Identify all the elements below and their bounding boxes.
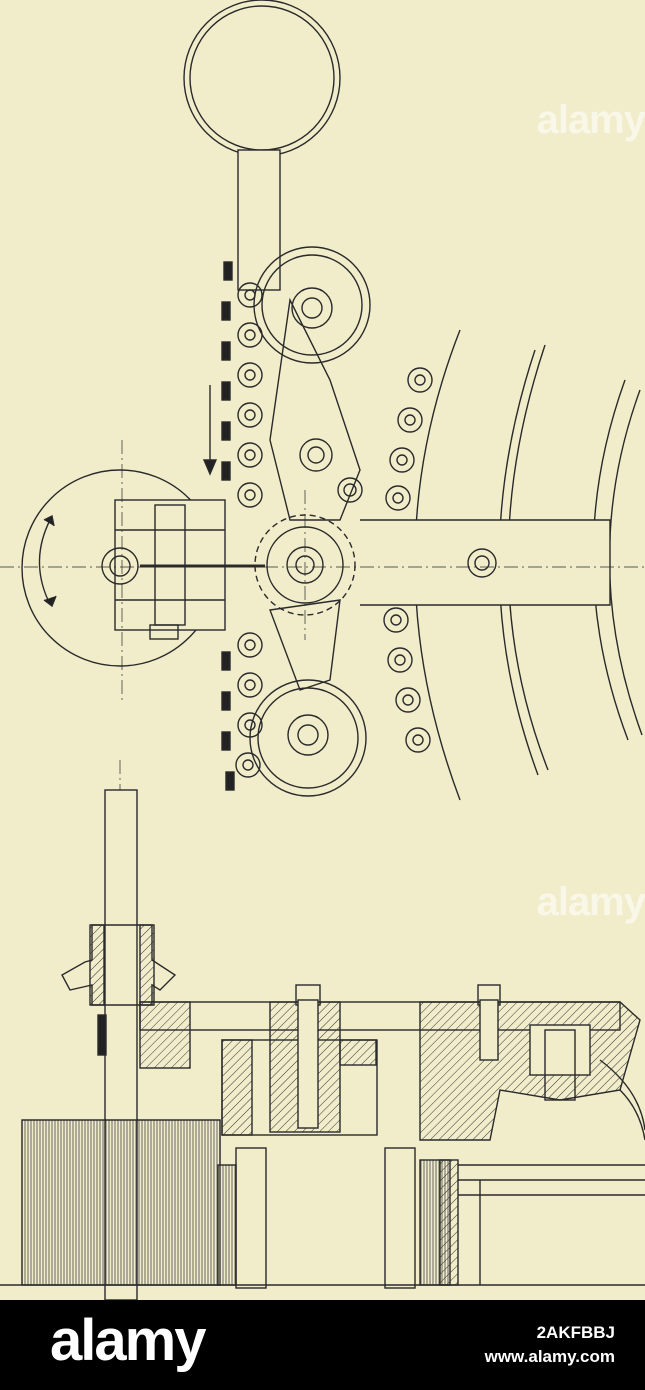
elevation-view [0, 789, 645, 1300]
cutter-chain [221, 261, 263, 791]
technical-drawing [0, 0, 645, 1300]
watermark-top: alamy [536, 98, 645, 142]
motor-housing [21, 469, 265, 667]
watermark-mid: alamy [536, 880, 645, 924]
chain-cutter-drawing [0, 0, 645, 1300]
image-id: 2AKFBBJ [536, 1323, 615, 1342]
upper-pulley [253, 246, 371, 364]
drum-chain [383, 367, 433, 753]
handwheel [183, 0, 341, 291]
direction-arrow [202, 385, 218, 476]
brand-logo[interactable]: alamy [50, 1308, 206, 1373]
lever-arm [269, 297, 611, 691]
footer-bar [0, 1300, 645, 1390]
site-link[interactable]: www.alamy.com [484, 1347, 615, 1366]
lower-pulley [249, 679, 367, 797]
